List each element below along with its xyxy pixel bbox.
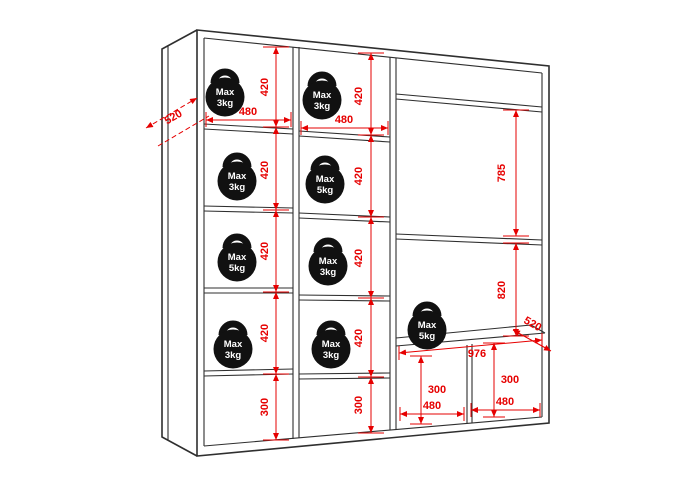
dim-col2-420-1: 420	[353, 87, 365, 105]
dim-bench-cell2-480: 480	[496, 396, 514, 408]
weight-label-line2: 3kg	[229, 182, 246, 193]
dim-col1-420-3: 420	[259, 242, 271, 260]
dim-depth-left: 520	[163, 108, 185, 128]
weight-label-line2: 5kg	[229, 263, 246, 274]
kettlebell-handle	[307, 71, 337, 87]
dimension-lines	[145, 47, 552, 440]
kettlebell-icon: Max 5kg	[217, 233, 257, 282]
kettlebell-icon: Max 3kg	[302, 71, 342, 120]
kettlebell-icon: Max 5kg	[407, 301, 447, 350]
kettlebell-body	[308, 246, 348, 286]
dim-line-depth-left-ext	[157, 115, 210, 147]
kettlebell-body	[305, 164, 345, 204]
kettlebell-handle	[412, 301, 442, 317]
dim-right-820: 820	[496, 281, 508, 299]
dim-col1-420-2: 420	[259, 161, 271, 179]
weight-label-line1: Max	[216, 87, 235, 98]
dim-bench-976: 976	[468, 348, 486, 360]
kettlebell-handle	[210, 68, 240, 84]
kettlebell-body	[205, 77, 245, 117]
weight-label-line2: 3kg	[320, 267, 337, 278]
kettlebell-icon: Max 3kg	[213, 320, 253, 369]
dimension-labels: 520 420 480 420 420 420 300 420 480 420 …	[163, 78, 544, 416]
weight-label-line2: 3kg	[225, 350, 242, 361]
weight-icons: Max 3kg Max 3kg Max 5kg Max 3kg Max 3kg	[205, 68, 447, 369]
dim-col2-480: 480	[335, 114, 353, 126]
dim-col1-300: 300	[259, 398, 271, 416]
dim-bench-cell1-480: 480	[423, 400, 441, 412]
weight-label-line2: 3kg	[217, 98, 234, 109]
weight-label-line1: Max	[418, 320, 437, 331]
dim-bench-cell2-300: 300	[501, 374, 519, 386]
dim-col2-420-3: 420	[353, 249, 365, 267]
weight-label-line2: 3kg	[323, 350, 340, 361]
kettlebell-handle	[222, 152, 252, 168]
kettlebell-body	[217, 242, 257, 282]
kettlebell-handle	[316, 320, 346, 336]
dim-col1-420-1: 420	[259, 78, 271, 96]
dim-line-bench-depth	[512, 329, 552, 352]
kettlebell-icon: Max 3kg	[205, 68, 245, 117]
vertical-dividers	[292, 47, 397, 439]
weight-label-line1: Max	[316, 174, 335, 185]
weight-label-line1: Max	[228, 171, 247, 182]
outer-frame	[161, 29, 550, 457]
kettlebell-body	[407, 310, 447, 350]
kettlebell-handle	[313, 237, 343, 253]
weight-label-line2: 5kg	[419, 331, 436, 342]
weight-label-line1: Max	[228, 252, 247, 263]
dim-col2-420-2: 420	[353, 167, 365, 185]
weight-label-line1: Max	[319, 256, 338, 267]
dim-col1-480: 480	[239, 106, 257, 118]
shelves-right-section	[395, 93, 543, 246]
kettlebell-body	[311, 329, 351, 369]
kettlebell-icon: Max 5kg	[305, 155, 345, 204]
weight-label-line1: Max	[224, 339, 243, 350]
weight-label-line1: Max	[313, 90, 332, 101]
kettlebell-handle	[310, 155, 340, 171]
kettlebell-icon: Max 3kg	[308, 237, 348, 286]
dim-line-depth-left	[145, 97, 198, 129]
kettlebell-icon: Max 3kg	[311, 320, 351, 369]
dim-col1-420-4: 420	[259, 324, 271, 342]
kettlebell-body	[213, 329, 253, 369]
shelves-col2	[298, 130, 391, 380]
dim-bench-cell1-300: 300	[428, 384, 446, 396]
inner-frame	[203, 37, 543, 447]
dim-col2-420-4: 420	[353, 329, 365, 347]
kettlebell-body	[302, 80, 342, 120]
dim-col2-300: 300	[353, 396, 365, 414]
kettlebell-body	[217, 161, 257, 201]
dim-right-785: 785	[496, 164, 508, 182]
shelves-col1	[203, 123, 294, 377]
dim-bench-depth: 520	[522, 315, 544, 334]
weight-label-line2: 3kg	[314, 101, 331, 112]
weight-label-line2: 5kg	[317, 185, 334, 196]
weight-label-line1: Max	[322, 339, 341, 350]
kettlebell-handle	[218, 320, 248, 336]
kettlebell-handle	[222, 233, 252, 249]
kettlebell-icon: Max 3kg	[217, 152, 257, 201]
